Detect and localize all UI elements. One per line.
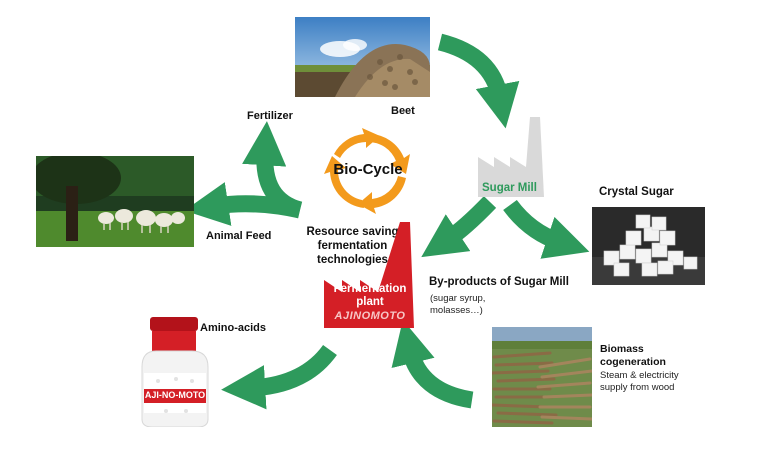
center-text-line1: Resource saving xyxy=(306,226,399,238)
crystal-sugar-image xyxy=(592,207,705,285)
bio-cycle-label: Bio-Cycle xyxy=(333,161,403,178)
sheep-image xyxy=(36,156,194,247)
arrow-to-animal-feed xyxy=(184,182,302,226)
arrow-mill-to-crystal-sugar xyxy=(503,199,590,259)
center-text-line2: fermentation xyxy=(317,240,388,252)
center-technology-text: Resource saving fermentation technologie… xyxy=(300,225,405,267)
arrow-to-amino-acids xyxy=(221,344,337,410)
recycle-cycle-icon xyxy=(324,128,410,214)
center-text-line3: technologies xyxy=(317,254,388,266)
biomass-title-line1: Biomass xyxy=(600,343,644,355)
biomass-detail-line1: Steam & electricity xyxy=(600,370,679,381)
beet-image xyxy=(295,17,430,97)
ajinomoto-brand: AJINOMOTO xyxy=(334,310,406,322)
biomass-title-line2: cogeneration xyxy=(600,356,666,368)
biomass-detail-line2: supply from wood xyxy=(600,382,675,393)
bio-cycle-badge: Bio-Cycle xyxy=(324,128,412,214)
biomass-wood-image xyxy=(492,327,592,427)
sugar-mill: Sugar Mill xyxy=(478,115,546,197)
arrow-beet-to-mill xyxy=(437,33,520,129)
crystal-sugar-label: Crystal Sugar xyxy=(599,186,674,198)
sugar-mill-label: Sugar Mill xyxy=(482,182,537,194)
byproducts-detail-line1: (sugar syrup, xyxy=(430,293,486,304)
factory-grey-icon xyxy=(478,117,544,197)
beet-label: Beet xyxy=(391,105,415,117)
amino-acids-label: Amino-acids xyxy=(200,322,267,334)
aji-no-moto-bottle: AJI-NO-MOTO xyxy=(136,317,214,428)
plant-label-line2: plant xyxy=(356,296,384,308)
byproducts-detail-line2: molasses…) xyxy=(430,305,483,316)
product-label: AJI-NO-MOTO xyxy=(144,390,206,400)
animal-feed-label: Animal Feed xyxy=(206,230,272,242)
arrow-biomass-to-plant xyxy=(391,319,474,409)
byproducts-title: By-products of Sugar Mill xyxy=(429,276,569,288)
fertilizer-label: Fertilizer xyxy=(247,110,293,122)
plant-label-line1: Fermentation xyxy=(333,283,407,295)
factory-red-icon xyxy=(324,222,414,328)
fermentation-plant: Fermentation plant AJINOMOTO xyxy=(324,220,416,328)
arrow-mill-to-byproducts xyxy=(421,196,497,258)
